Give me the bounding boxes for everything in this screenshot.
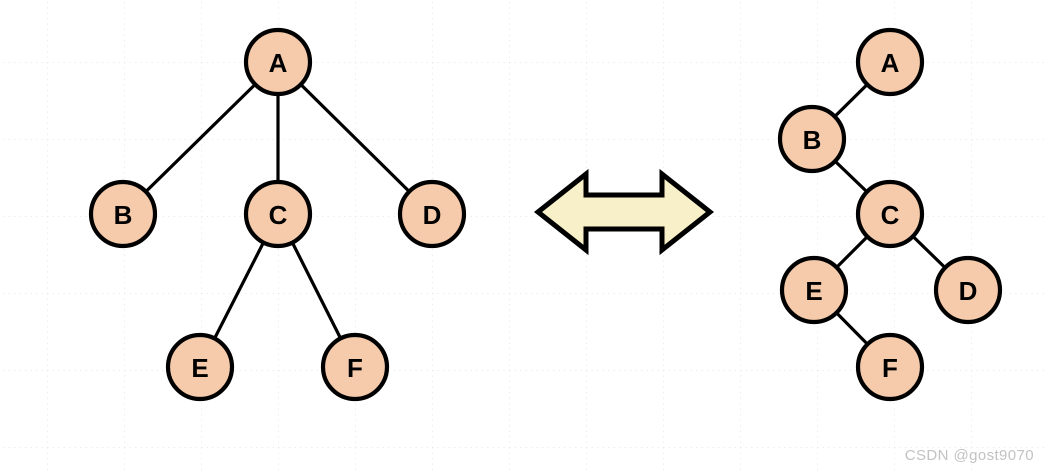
tree-node-D[interactable]: D	[397, 179, 467, 249]
node-circle[interactable]	[933, 255, 1003, 325]
binary-node-E[interactable]: E	[779, 255, 849, 325]
node-label: F	[347, 353, 363, 383]
edge-A-D	[276, 60, 434, 216]
tree-node-F[interactable]: F	[320, 332, 390, 402]
node-label: B	[803, 125, 822, 155]
node-circle[interactable]	[855, 332, 925, 402]
node-circle[interactable]	[855, 179, 925, 249]
binary-node-C[interactable]: C	[855, 179, 925, 249]
node-circle[interactable]	[88, 179, 158, 249]
arrow-shape	[533, 168, 715, 256]
general-tree-group: A B C D E F	[88, 27, 467, 402]
node-label: B	[114, 200, 133, 230]
tree-node-E[interactable]: E	[165, 332, 235, 402]
binary-tree-group: A B C E D F	[777, 27, 1003, 402]
tree-node-A[interactable]: A	[243, 27, 313, 97]
double-headed-arrow-icon	[533, 168, 715, 256]
node-label: F	[882, 353, 898, 383]
tree-node-C[interactable]: C	[243, 179, 313, 249]
edge-A-B	[121, 60, 280, 216]
node-label: C	[881, 200, 900, 230]
node-label: A	[881, 48, 900, 78]
node-label: C	[269, 200, 288, 230]
tree-node-B[interactable]: B	[88, 179, 158, 249]
node-circle[interactable]	[320, 332, 390, 402]
node-circle[interactable]	[779, 255, 849, 325]
node-circle[interactable]	[855, 27, 925, 97]
node-label: E	[805, 276, 822, 306]
node-circle[interactable]	[243, 27, 313, 97]
node-label: D	[423, 200, 442, 230]
node-circle[interactable]	[397, 179, 467, 249]
node-circle[interactable]	[777, 104, 847, 174]
node-label: A	[269, 48, 288, 78]
node-circle[interactable]	[165, 332, 235, 402]
watermark: CSDN @gost9070	[904, 447, 1034, 464]
binary-node-B[interactable]: B	[777, 104, 847, 174]
binary-node-D[interactable]: D	[933, 255, 1003, 325]
node-circle[interactable]	[243, 179, 313, 249]
binary-node-A[interactable]: A	[855, 27, 925, 97]
node-label: D	[959, 276, 978, 306]
binary-node-F[interactable]: F	[855, 332, 925, 402]
node-label: E	[191, 353, 208, 383]
